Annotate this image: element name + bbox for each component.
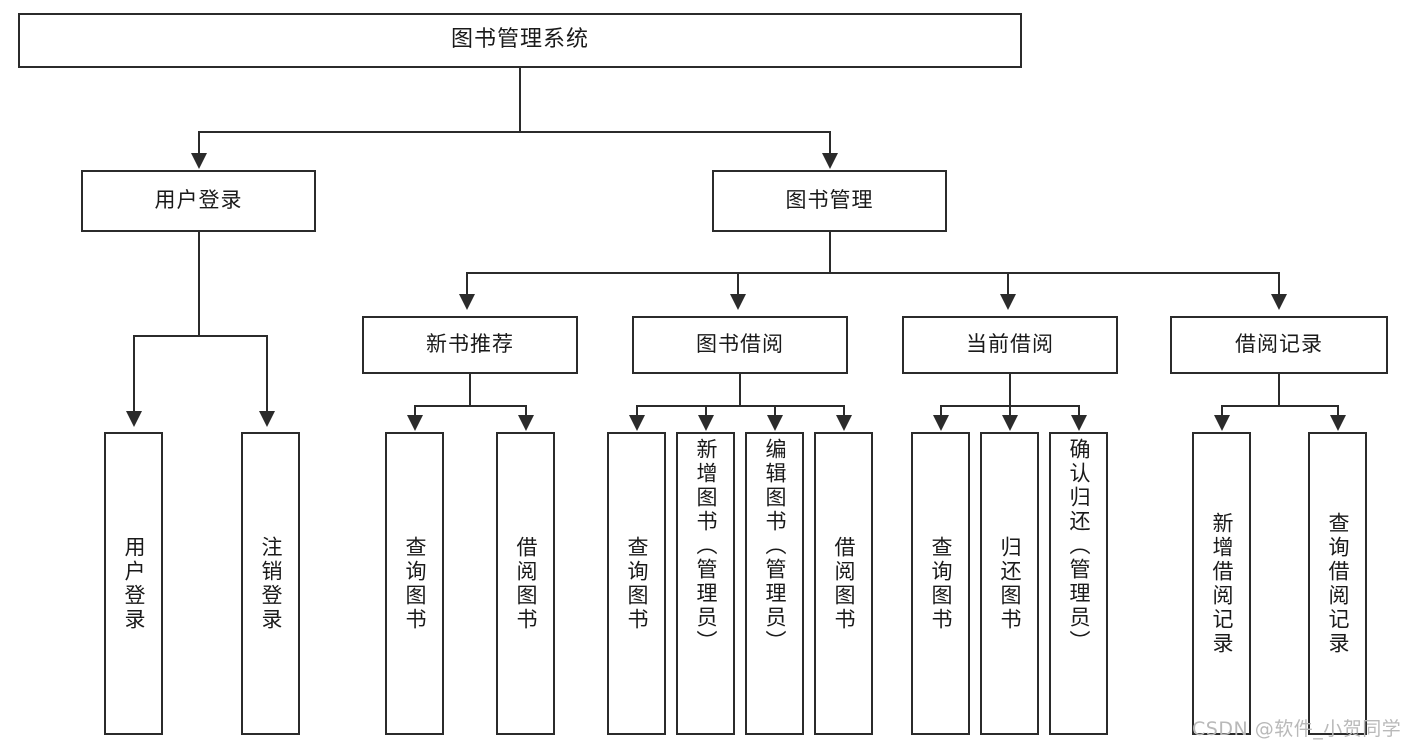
connector-book-mgmt-to-current xyxy=(1007,272,1009,296)
leaf-new-book-1-label: 查询图书 xyxy=(403,535,427,632)
leaf-current-borrow-2[interactable]: 归还图书 xyxy=(980,432,1039,735)
connector-user-login-bus xyxy=(133,335,266,337)
connector-book-mgmt-to-record xyxy=(1278,272,1280,296)
connector-book-borrow-to-leaf-2 xyxy=(705,405,707,417)
connector-borrow-record-to-leaf-1 xyxy=(1221,405,1223,417)
connector-borrow-record-stem xyxy=(1278,374,1280,405)
arrow-user-login-leaf-2-icon xyxy=(259,411,275,427)
leaf-user-login-1[interactable]: 用户登录 xyxy=(104,432,163,735)
connector-user-login-stem xyxy=(198,232,200,335)
connector-book-mgmt-to-new-book xyxy=(466,272,468,296)
arrow-new-book-leaf-2-icon xyxy=(518,415,534,431)
connector-root-bus xyxy=(198,131,831,133)
connector-book-borrow-to-leaf-3 xyxy=(774,405,776,417)
connector-book-mgmt-stem xyxy=(829,232,831,272)
leaf-book-borrow-1[interactable]: 查询图书 xyxy=(607,432,666,735)
node-new-book-recommend-label: 新书推荐 xyxy=(426,332,514,357)
leaf-new-book-1[interactable]: 查询图书 xyxy=(385,432,444,735)
arrow-book-borrow-leaf-3-icon xyxy=(767,415,783,431)
connector-book-mgmt-to-borrow xyxy=(737,272,739,296)
arrow-borrow-record-leaf-2-icon xyxy=(1330,415,1346,431)
connector-book-borrow-to-leaf-1 xyxy=(636,405,638,417)
leaf-borrow-record-2-label: 查询借阅记录 xyxy=(1326,511,1350,656)
node-user-login-label: 用户登录 xyxy=(154,188,243,213)
connector-new-book-bus xyxy=(414,405,527,407)
connector-current-borrow-stem xyxy=(1009,374,1011,405)
arrow-book-mgmt-record-icon xyxy=(1271,294,1287,310)
connector-book-borrow-stem xyxy=(739,374,741,405)
connector-new-book-stem xyxy=(469,374,471,405)
node-current-borrow[interactable]: 当前借阅 xyxy=(902,316,1118,374)
node-current-borrow-label: 当前借阅 xyxy=(966,332,1054,357)
leaf-new-book-2-label: 借阅图书 xyxy=(514,535,538,632)
leaf-book-borrow-2[interactable]: 新增图书（管理员） xyxy=(676,432,735,735)
arrow-borrow-record-leaf-1-icon xyxy=(1214,415,1230,431)
leaf-book-borrow-4-label: 借阅图书 xyxy=(832,535,856,632)
connector-root-to-user-login xyxy=(198,131,200,155)
node-borrow-record[interactable]: 借阅记录 xyxy=(1170,316,1388,374)
arrow-book-mgmt-new-book-icon xyxy=(459,294,475,310)
connector-book-mgmt-bus xyxy=(466,272,1280,274)
leaf-borrow-record-1-label: 新增借阅记录 xyxy=(1210,511,1234,656)
leaf-book-borrow-3[interactable]: 编辑图书（管理员） xyxy=(745,432,804,735)
connector-user-login-to-leaf-2 xyxy=(266,335,268,413)
connector-book-borrow-to-leaf-4 xyxy=(843,405,845,417)
node-borrow-record-label: 借阅记录 xyxy=(1235,332,1323,357)
arrow-book-mgmt-current-icon xyxy=(1000,294,1016,310)
node-root-label: 图书管理系统 xyxy=(450,27,589,53)
leaf-current-borrow-3-label: 确认归还（管理员） xyxy=(1067,438,1091,654)
leaf-current-borrow-1[interactable]: 查询图书 xyxy=(911,432,970,735)
leaf-book-borrow-4[interactable]: 借阅图书 xyxy=(814,432,873,735)
connector-new-book-to-leaf-1 xyxy=(414,405,416,417)
leaf-borrow-record-2[interactable]: 查询借阅记录 xyxy=(1308,432,1367,735)
arrow-new-book-leaf-1-icon xyxy=(407,415,423,431)
arrow-book-borrow-leaf-2-icon xyxy=(698,415,714,431)
arrow-current-borrow-leaf-1-icon xyxy=(933,415,949,431)
connector-current-borrow-to-leaf-2 xyxy=(1009,405,1011,417)
connector-current-borrow-to-leaf-3 xyxy=(1078,405,1080,417)
connector-borrow-record-to-leaf-2 xyxy=(1337,405,1339,417)
node-new-book-recommend[interactable]: 新书推荐 xyxy=(362,316,578,374)
watermark: CSDN @软件_小贺同学 xyxy=(1192,718,1402,740)
leaf-user-login-2-label: 注销登录 xyxy=(259,535,283,632)
leaf-current-borrow-2-label: 归还图书 xyxy=(998,535,1022,632)
node-root[interactable]: 图书管理系统 xyxy=(18,13,1022,68)
node-user-login[interactable]: 用户登录 xyxy=(81,170,316,232)
leaf-current-borrow-1-label: 查询图书 xyxy=(929,535,953,632)
leaf-book-borrow-2-label: 新增图书（管理员） xyxy=(694,438,718,654)
connector-current-borrow-to-leaf-1 xyxy=(940,405,942,417)
arrow-current-borrow-leaf-3-icon xyxy=(1071,415,1087,431)
leaf-user-login-1-label: 用户登录 xyxy=(122,535,146,632)
arrow-root-to-user-login-icon xyxy=(191,153,207,169)
node-book-borrow-label: 图书借阅 xyxy=(696,332,784,357)
leaf-new-book-2[interactable]: 借阅图书 xyxy=(496,432,555,735)
arrow-current-borrow-leaf-2-icon xyxy=(1002,415,1018,431)
leaf-book-borrow-3-label: 编辑图书（管理员） xyxy=(763,438,787,654)
arrow-book-borrow-leaf-4-icon xyxy=(836,415,852,431)
leaf-book-borrow-1-label: 查询图书 xyxy=(625,535,649,632)
connector-book-borrow-bus xyxy=(636,405,844,407)
leaf-user-login-2[interactable]: 注销登录 xyxy=(241,432,300,735)
leaf-current-borrow-3[interactable]: 确认归还（管理员） xyxy=(1049,432,1108,735)
arrow-user-login-leaf-1-icon xyxy=(126,411,142,427)
node-book-borrow[interactable]: 图书借阅 xyxy=(632,316,848,374)
leaf-borrow-record-1[interactable]: 新增借阅记录 xyxy=(1192,432,1251,735)
arrow-book-mgmt-borrow-icon xyxy=(730,294,746,310)
connector-root-to-book-mgmt xyxy=(829,131,831,155)
node-book-management-label: 图书管理 xyxy=(785,188,874,213)
node-book-management[interactable]: 图书管理 xyxy=(712,170,947,232)
connector-borrow-record-bus xyxy=(1221,405,1338,407)
arrow-book-borrow-leaf-1-icon xyxy=(629,415,645,431)
connector-new-book-to-leaf-2 xyxy=(525,405,527,417)
arrow-root-to-book-mgmt-icon xyxy=(822,153,838,169)
connector-root-stem xyxy=(519,68,521,131)
connector-user-login-to-leaf-1 xyxy=(133,335,135,413)
